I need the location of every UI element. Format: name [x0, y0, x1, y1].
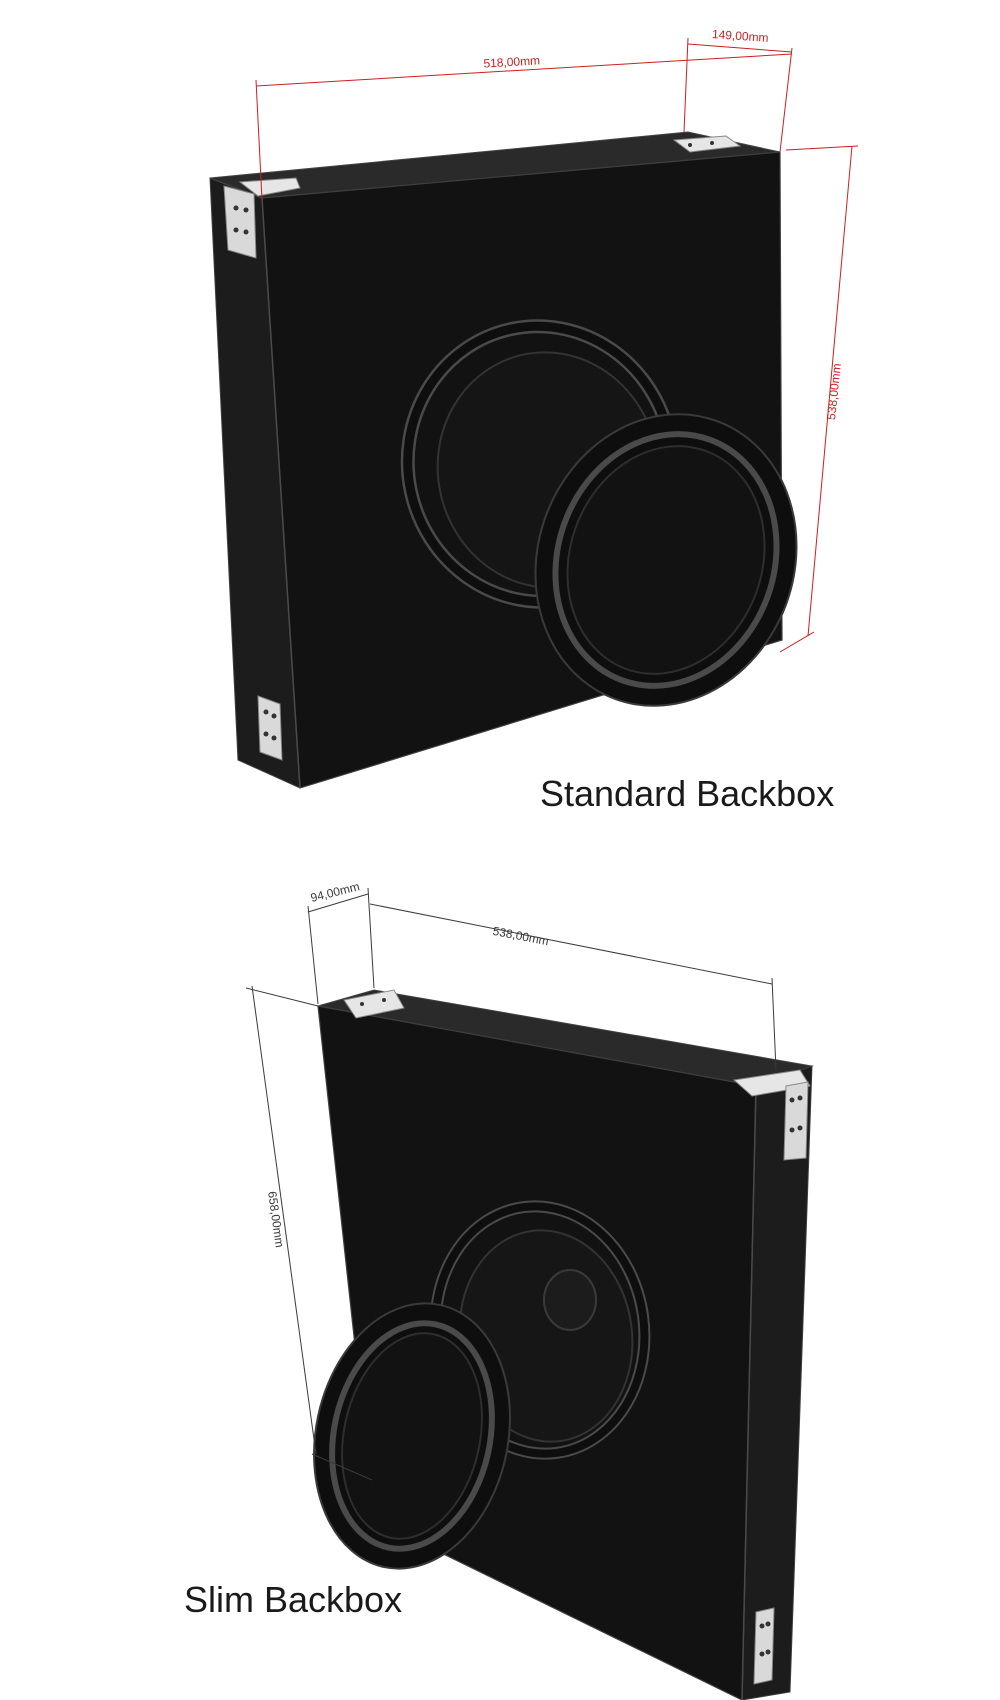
- standard-dimension-lines: [255, 37, 859, 653]
- slim-dim-height: 658,00mm: [265, 1190, 287, 1248]
- slim-speaker-knob: [543, 1269, 597, 1331]
- slim-caption: Slim Backbox: [184, 1579, 402, 1620]
- slim-bracket-bottom-right: [753, 1607, 775, 1685]
- standard-bracket-top-right: [672, 135, 742, 153]
- standard-backbox: 518,00mm 149,00mm 538,00mm Standard Back…: [209, 27, 859, 814]
- slim-dim-width: 538,00mm: [492, 924, 550, 949]
- standard-bracket-bottom-left: [257, 695, 283, 761]
- slim-box-edge: [741, 1085, 757, 1700]
- slim-dimension-lines: [245, 887, 777, 1481]
- slim-bracket-top-right: [732, 1069, 811, 1161]
- slim-backbox: 94,00mm 538,00mm 658,00mm Slim Backbox: [184, 879, 814, 1700]
- standard-detached-ring: [534, 413, 798, 707]
- slim-dim-depth: 94,00mm: [309, 879, 361, 905]
- standard-dim-width: 518,00mm: [483, 53, 540, 70]
- standard-bracket-top-left: [223, 177, 301, 259]
- slim-detached-ring: [313, 1302, 511, 1570]
- slim-bracket-top-left: [343, 989, 405, 1019]
- standard-dim-depth: 149,00mm: [712, 27, 770, 45]
- standard-dim-height: 538,00mm: [824, 363, 844, 421]
- standard-caption: Standard Backbox: [540, 773, 834, 814]
- standard-box-edge: [261, 197, 301, 789]
